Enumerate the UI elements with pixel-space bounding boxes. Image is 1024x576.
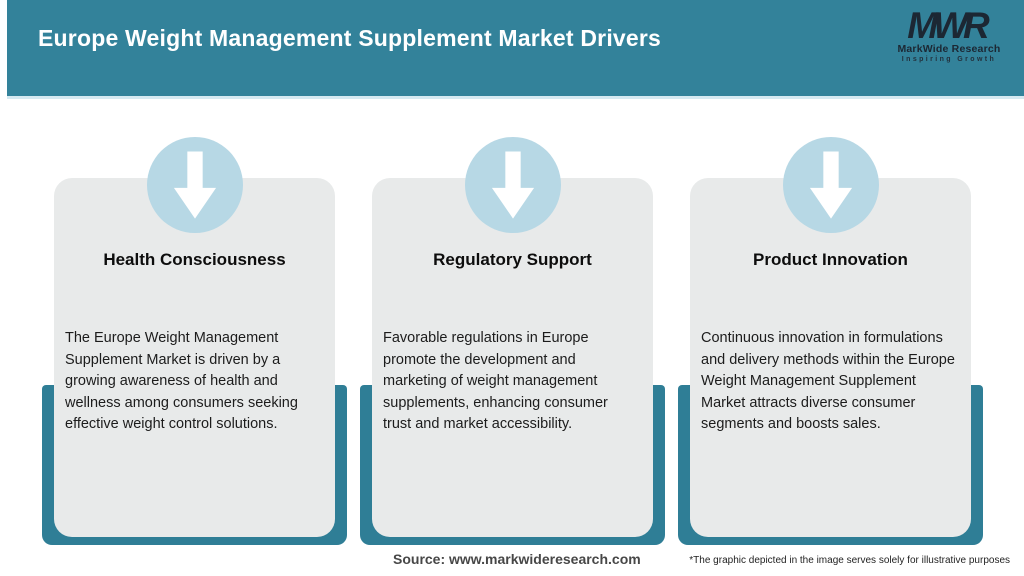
- page-title: Europe Weight Management Supplement Mark…: [38, 25, 662, 51]
- card-body-text: Favorable regulations in Europe promote …: [383, 330, 608, 432]
- card-body-text: The Europe Weight Management Supplement …: [65, 330, 298, 432]
- card-panel: Health Consciousness The Europe Weight M…: [54, 178, 335, 537]
- source-attribution: Source: www.markwideresearch.com: [393, 551, 641, 567]
- driver-card-regulatory-support: Regulatory Support Favorable regulations…: [360, 137, 665, 545]
- logo-monogram-icon: MWR: [907, 5, 989, 46]
- down-arrow-icon: [782, 137, 879, 233]
- card-panel: Regulatory Support Favorable regulations…: [372, 178, 653, 537]
- down-arrow-icon: [146, 137, 243, 233]
- down-arrow-icon: [464, 137, 561, 233]
- disclaimer-note: *The graphic depicted in the image serve…: [689, 555, 1010, 566]
- card-body-text: Continuous innovation in formulations an…: [701, 330, 955, 432]
- logo-name: MarkWide Research: [897, 43, 1001, 56]
- card-title: Regulatory Support: [433, 250, 592, 269]
- driver-card-health-consciousness: Health Consciousness The Europe Weight M…: [42, 137, 347, 545]
- card-title: Product Innovation: [753, 250, 908, 269]
- driver-card-product-innovation: Product Innovation Continuous innovation…: [678, 137, 983, 545]
- logo-tagline: Inspiring Growth: [901, 56, 997, 64]
- card-panel: Product Innovation Continuous innovation…: [690, 178, 971, 537]
- header-bar: Europe Weight Management Supplement Mark…: [7, 0, 1024, 99]
- markwide-research-logo: MWR MarkWide Research Inspiring Growth: [894, 5, 1004, 64]
- card-title: Health Consciousness: [103, 250, 286, 269]
